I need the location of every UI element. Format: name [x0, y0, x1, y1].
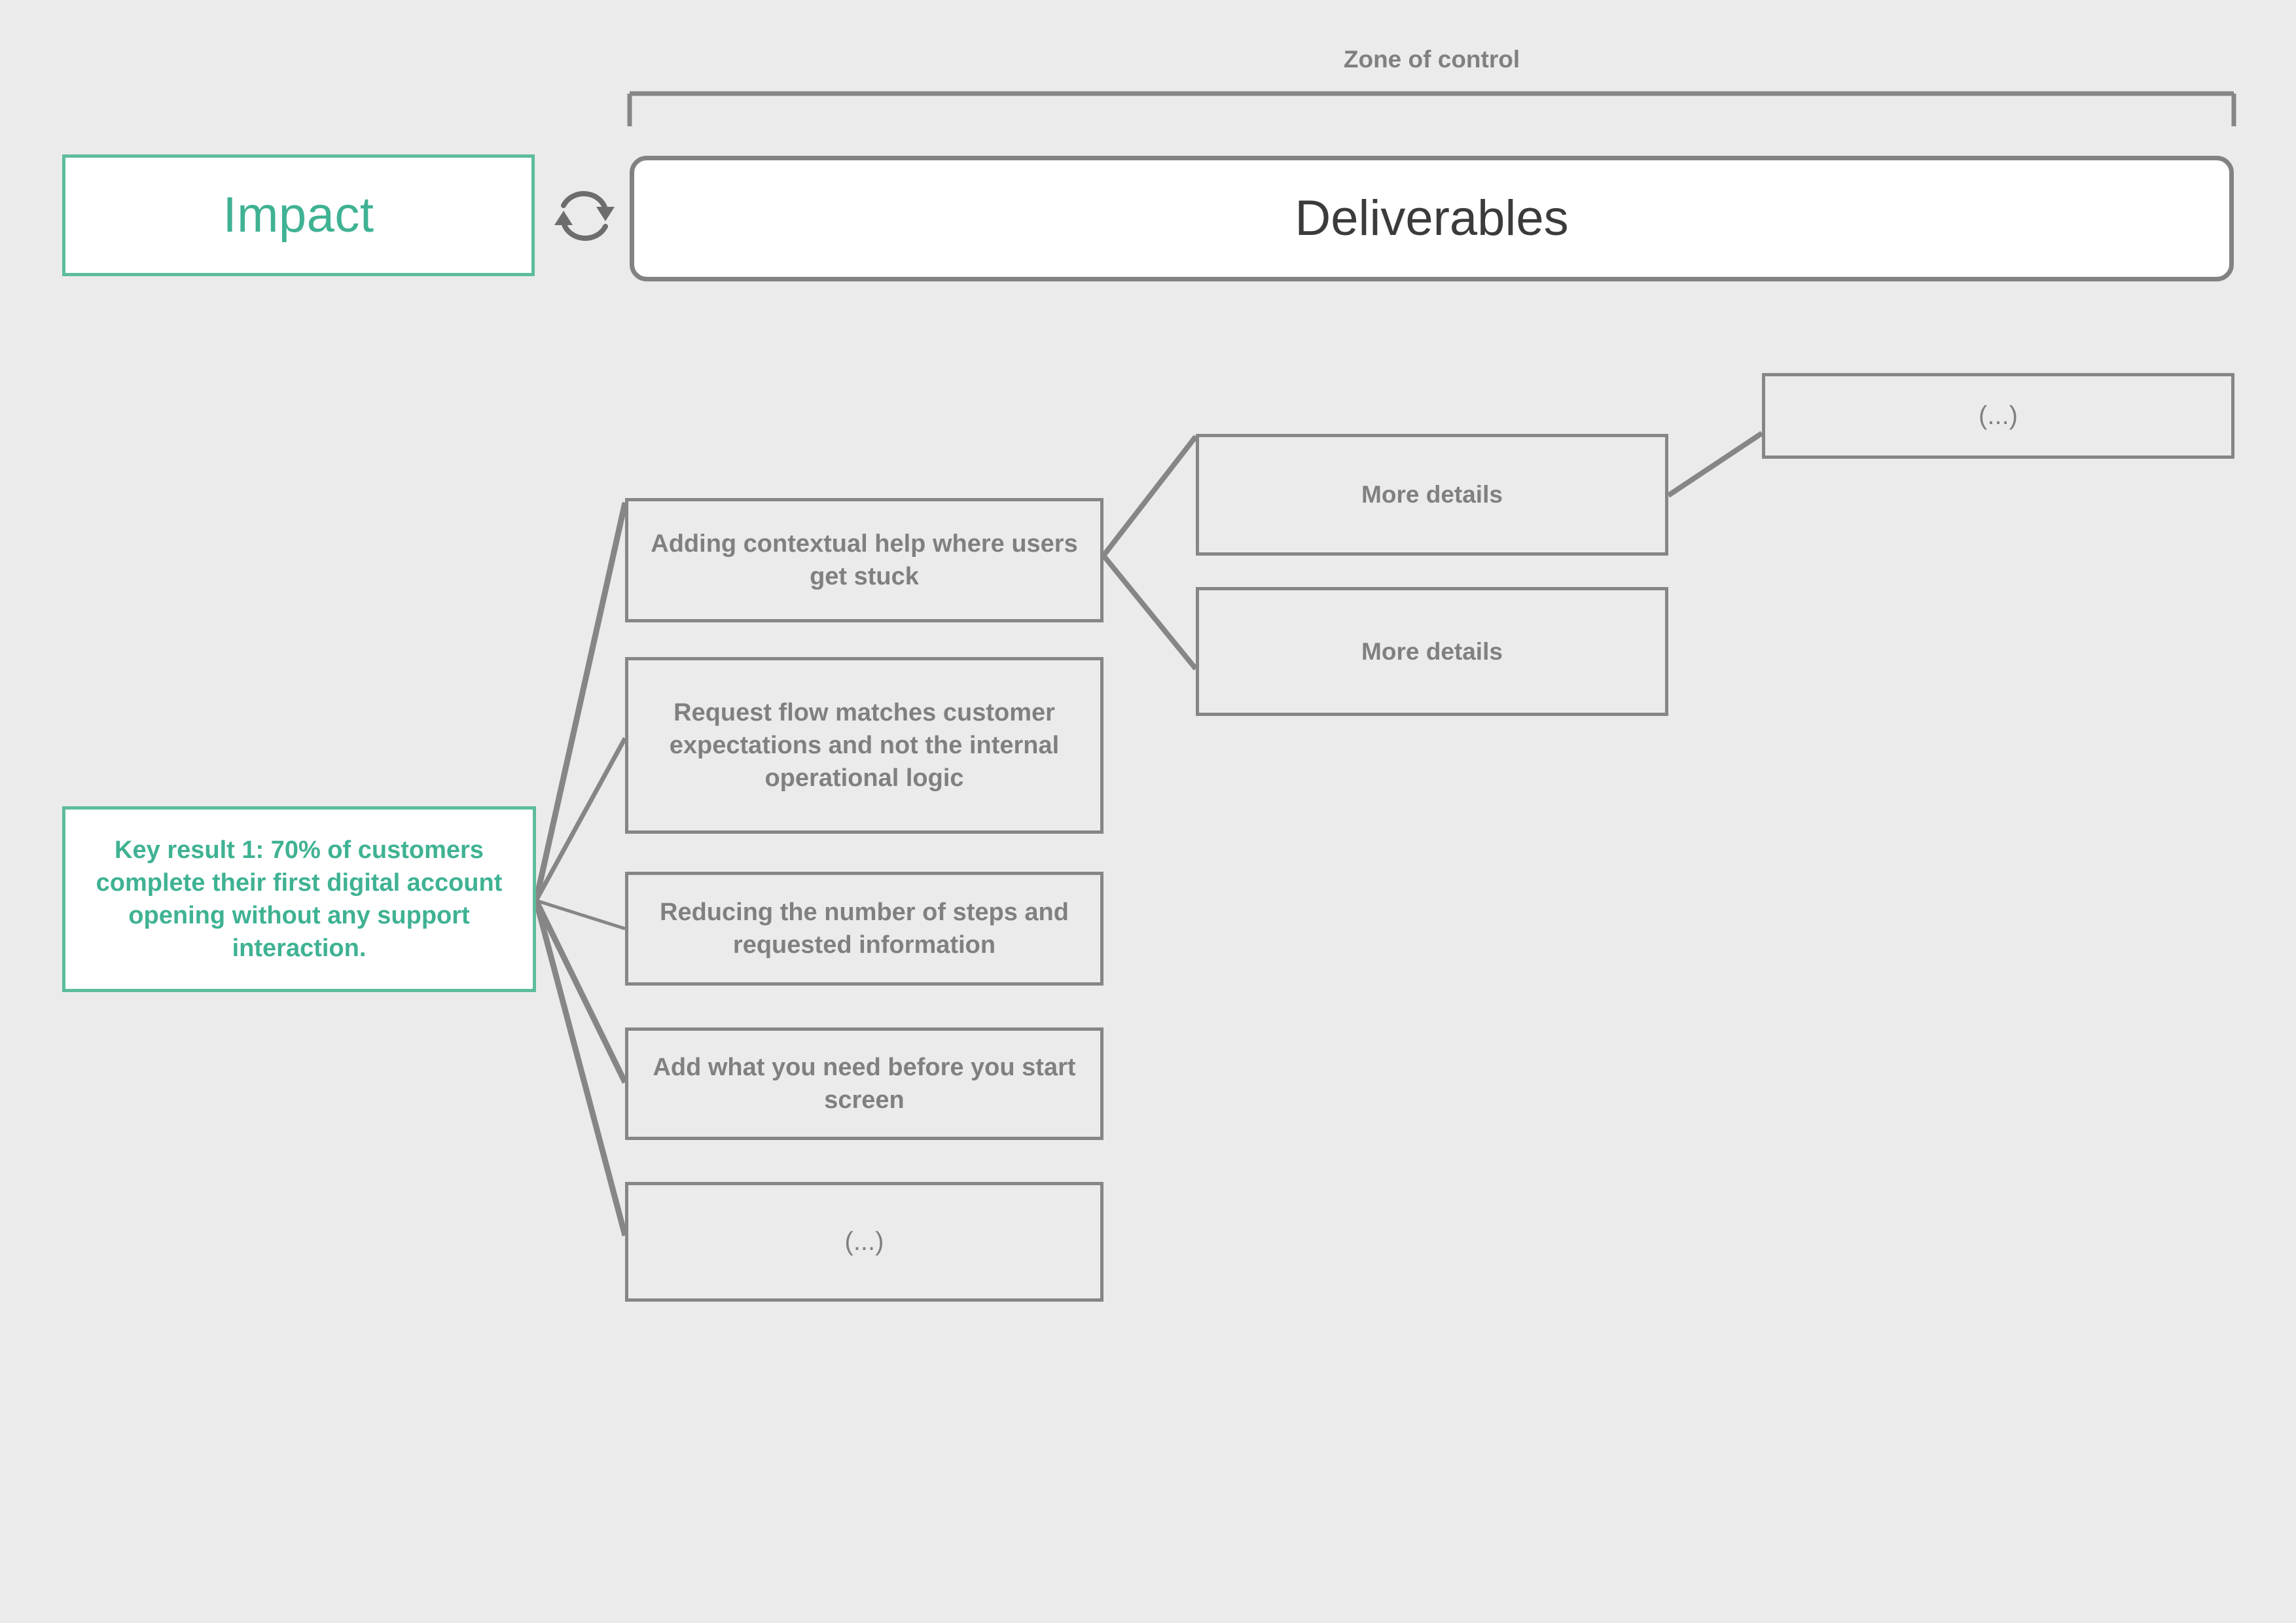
deliverable-item-2-label: Request flow matches customer expectatio…: [669, 698, 1060, 793]
further-item-1[interactable]: (...): [1762, 373, 2234, 459]
deliverable-item-1[interactable]: Adding contextual help where users get s…: [625, 498, 1103, 622]
further-item-1-label: (...): [1979, 401, 2018, 430]
key-result-box[interactable]: Key result 1: 70% of customers complete …: [62, 806, 536, 992]
deliverable-item-5[interactable]: (...): [625, 1182, 1103, 1302]
deliverables-label: Deliverables: [1295, 190, 1569, 247]
impact-box[interactable]: Impact: [62, 154, 535, 276]
deliverable-item-1-label: Adding contextual help where users get s…: [651, 529, 1078, 590]
sync-arrows-icon: [553, 182, 616, 250]
detail-item-1[interactable]: More details: [1196, 434, 1668, 556]
zone-of-control-label: Zone of control: [1343, 46, 1520, 73]
deliverables-box[interactable]: Deliverables: [630, 156, 2234, 281]
deliverable-item-2[interactable]: Request flow matches customer expectatio…: [625, 657, 1103, 834]
deliverable-item-4-label: Add what you need before you start scree…: [653, 1053, 1076, 1114]
zone-of-control-bracket: [627, 91, 2236, 126]
detail-item-2-label: More details: [1361, 637, 1503, 665]
deliverable-item-5-label: (...): [844, 1227, 884, 1257]
detail-item-1-label: More details: [1361, 481, 1503, 508]
deliverable-item-3-label: Reducing the number of steps and request…: [660, 898, 1069, 959]
deliverable-item-3[interactable]: Reducing the number of steps and request…: [625, 872, 1103, 986]
detail-item-2[interactable]: More details: [1196, 587, 1668, 716]
impact-label: Impact: [223, 187, 374, 243]
deliverable-item-4[interactable]: Add what you need before you start scree…: [625, 1027, 1103, 1140]
key-result-label: Key result 1: 70% of customers complete …: [96, 836, 503, 963]
